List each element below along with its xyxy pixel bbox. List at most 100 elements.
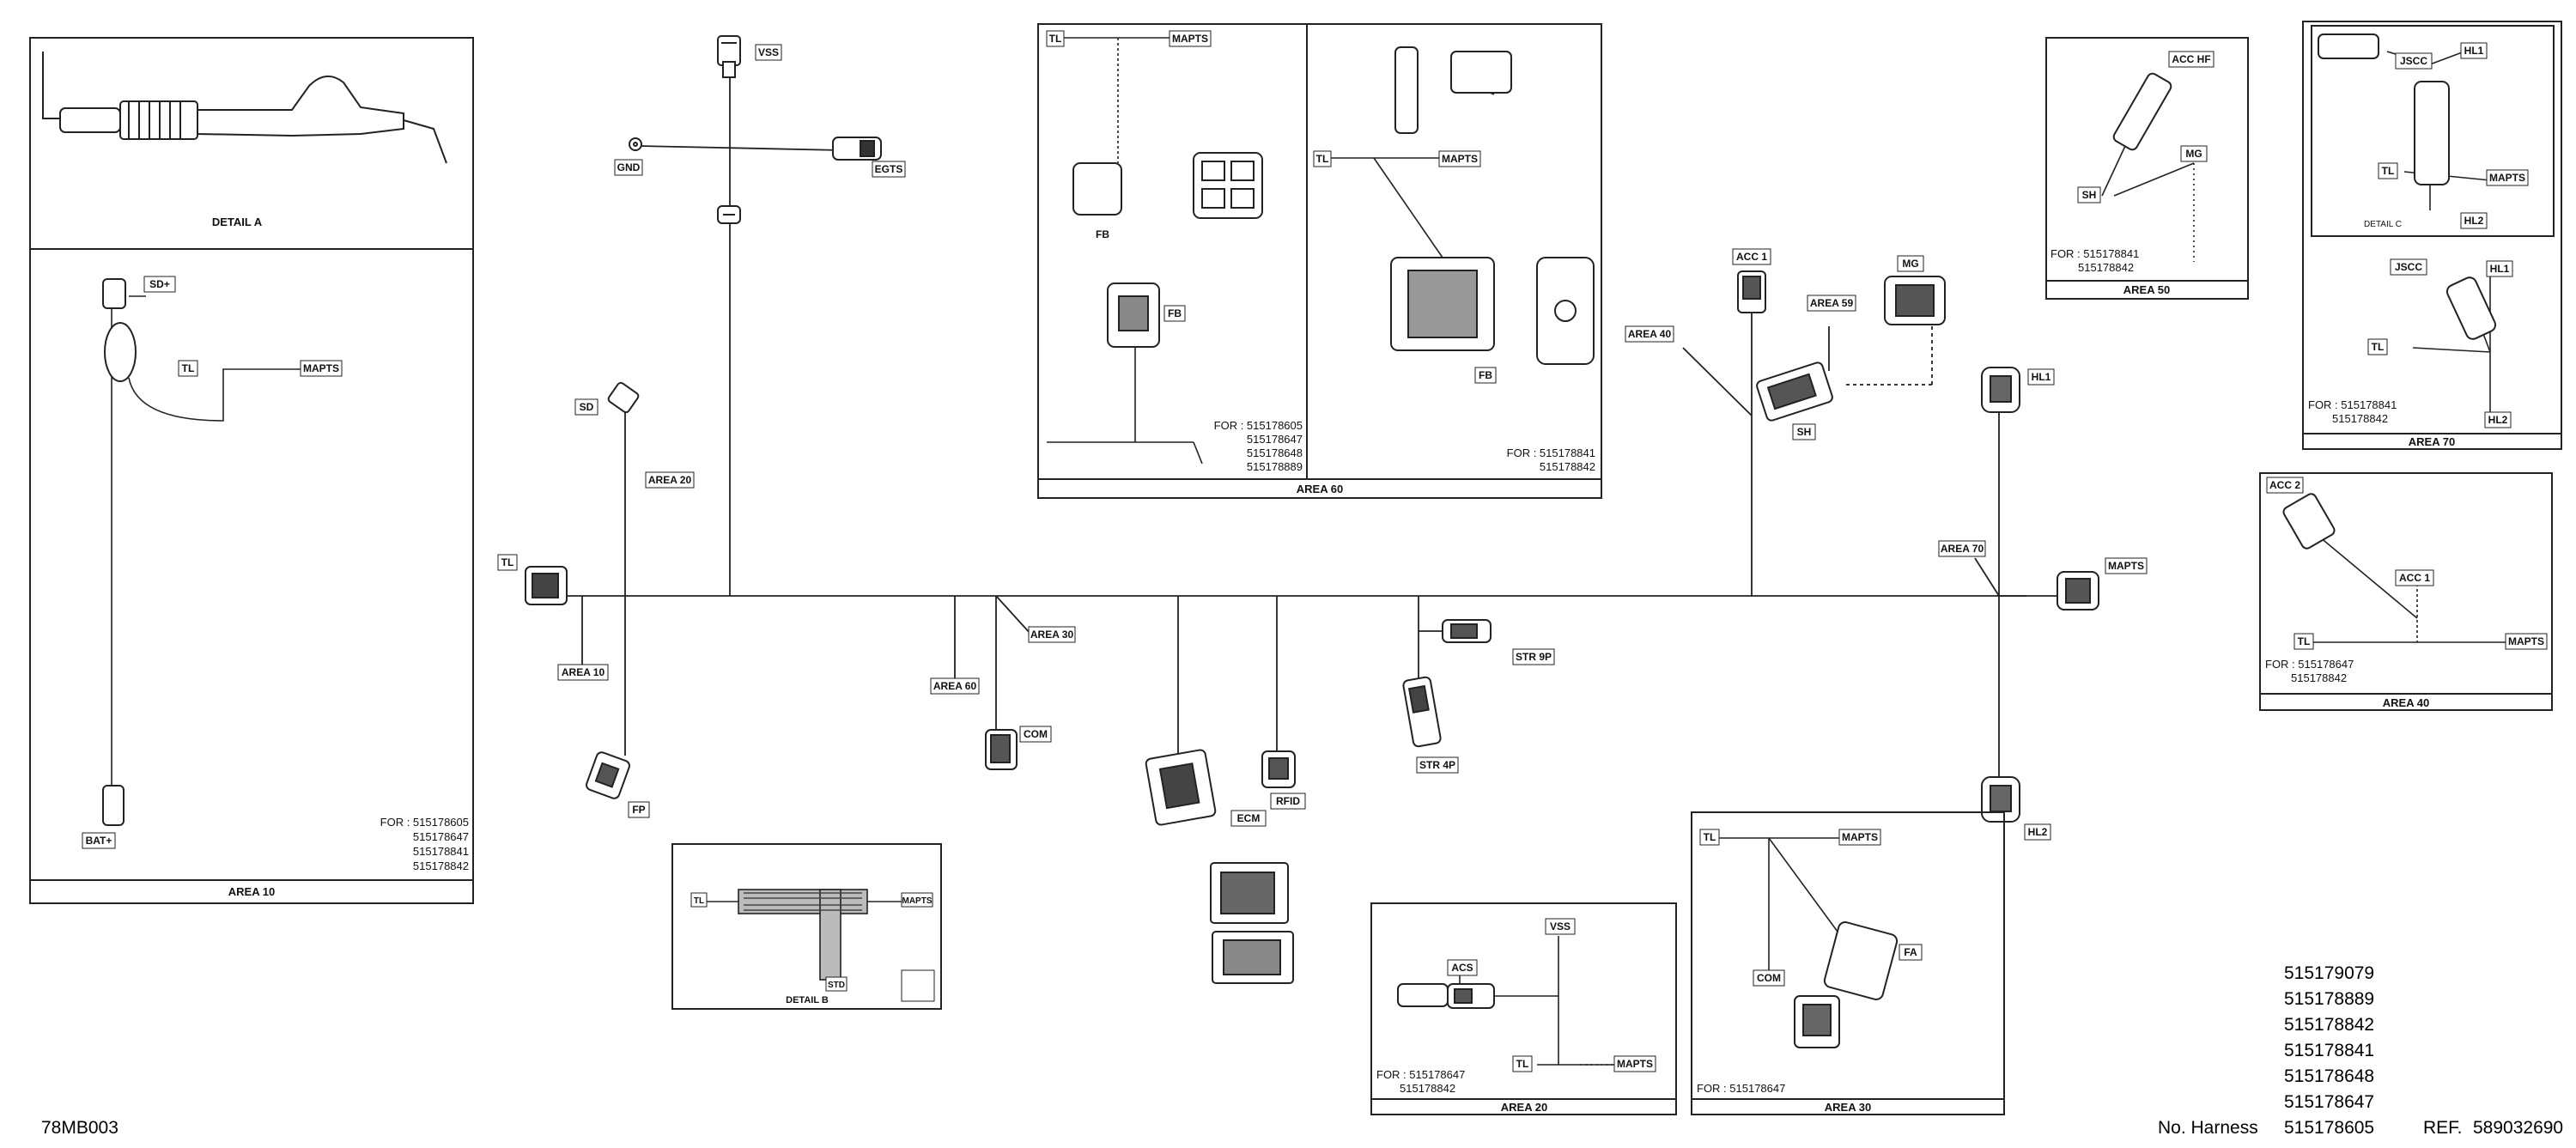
area10-tl-label: TL	[182, 362, 195, 374]
area50-acc-hf-label: ACC HF	[2172, 53, 2210, 65]
sd-label: SD	[580, 401, 594, 413]
area40-acc2-label: ACC 2	[2269, 479, 2300, 491]
area60-right-mapts-label: MAPTS	[1442, 153, 1478, 165]
area70-top-hl1-label: HL1	[2464, 45, 2484, 57]
str9p-connector-icon	[1442, 619, 1492, 643]
area30-tag: AREA 30	[1030, 629, 1074, 641]
area50-panel: ACC HF MG SH FOR : 515178841 515178842 A…	[2045, 37, 2249, 300]
harness-number-2: 515178889	[2284, 989, 2374, 1009]
com-connector-icon	[985, 729, 1018, 770]
fp-connector-icon	[586, 751, 630, 799]
sh-connector-icon	[1756, 361, 1833, 422]
main-harness	[567, 77, 2061, 777]
area30-for-label: FOR : 515178647	[1697, 1082, 1785, 1095]
area60-tag: AREA 60	[933, 680, 977, 692]
mg-label: MG	[1902, 258, 1918, 270]
area60-panel: TL MAPTS FB FB FOR : 515178605 515178647…	[1037, 23, 1602, 499]
harness-number-1: 515179079	[2284, 963, 2374, 983]
mg-connector-icon	[1884, 276, 1946, 325]
area20-acs-label: ACS	[1451, 962, 1473, 974]
footer: 78MB003 No. Harness 515179079 515178889 …	[41, 963, 2563, 1138]
detail-b-mapts-label: MAPTS	[902, 896, 933, 906]
area20-part-1: 515178842	[1400, 1082, 1455, 1095]
area10-part-3: 515178842	[413, 859, 469, 872]
harness-number-6: 515178647	[2284, 1092, 2374, 1112]
sd-plus-connector-icon	[102, 278, 126, 309]
area40-for-label: FOR : 515178647	[2265, 658, 2354, 671]
area40-tag: AREA 40	[1628, 328, 1672, 340]
area20-panel: VSS ACS TL MAPTS FOR : 515178647 5151788…	[1370, 902, 1677, 1115]
gnd-egts-branch-line	[639, 145, 842, 151]
bat-plus-terminal-icon	[102, 785, 125, 826]
area70-top-tl-label: TL	[2382, 165, 2395, 177]
acc1-label: ACC 1	[1736, 251, 1767, 263]
area60-left-part-1: 515178647	[1247, 433, 1303, 446]
area50-part-1: 515178842	[2078, 261, 2134, 274]
mapts-label: MAPTS	[2108, 560, 2144, 572]
area60-title: AREA 60	[1297, 483, 1343, 495]
area30-panel: TL MAPTS COM FA FOR : 515178647 AREA 30	[1691, 811, 2005, 1115]
area40-part-1: 515178842	[2291, 671, 2347, 684]
area30-title: AREA 30	[1825, 1101, 1871, 1114]
str9p-label: STR 9P	[1516, 651, 1552, 663]
area40-diag-line	[1682, 347, 1753, 416]
detail-a-sensor-icon	[42, 52, 447, 164]
main-connectors	[525, 35, 2099, 984]
str4p-label: STR 4P	[1419, 759, 1455, 771]
sd-connector-icon	[607, 381, 640, 414]
area60-right-top-connector-icon	[1450, 51, 1512, 94]
area20-tl-label: TL	[1516, 1058, 1529, 1070]
area60-fb-mid-label: FB	[1168, 307, 1182, 319]
area20-vss-label: VSS	[1550, 920, 1571, 932]
area70-top-hl2-label: HL2	[2464, 215, 2484, 227]
area60-fb-top-label: FB	[1096, 228, 1109, 240]
harness-number-7: 515178605	[2284, 1118, 2374, 1138]
harness-number-4: 515178841	[2284, 1041, 2374, 1060]
area60-right-wire-boot-icon	[1394, 46, 1419, 134]
area60-right-tl-label: TL	[1316, 153, 1329, 165]
area60-left-part-3: 515178889	[1247, 460, 1303, 473]
area50-mg-label: MG	[2185, 148, 2202, 160]
detail-b-title: DETAIL B	[786, 995, 829, 1005]
str4p-connector-icon	[1402, 676, 1442, 748]
area30-fa-connector-icon	[1823, 921, 1899, 1000]
sd-switch-icon	[104, 322, 137, 382]
area20-tag: AREA 20	[648, 474, 692, 486]
area10-panel: DETAIL A SD+ TL MAPTS BAT+ FOR : 5151786…	[29, 37, 474, 904]
tl-connector-icon	[525, 566, 568, 605]
area50-title: AREA 50	[2123, 283, 2170, 296]
area70-part-1: 515178842	[2332, 412, 2388, 425]
tl-mapts-wire	[128, 368, 301, 422]
hl1-label: HL1	[2032, 371, 2051, 383]
ref-number: 589032690	[2473, 1118, 2563, 1138]
area50-acc-hf-connector-icon	[2112, 72, 2172, 151]
area60-left-mapts-label: MAPTS	[1172, 33, 1208, 45]
area40-acc2-connector-icon	[2282, 493, 2336, 550]
area70-panel: JSCC HL1 TL MAPTS HL2 DETAIL C JSCC HL1 …	[2302, 21, 2562, 450]
area60-right-for-label: FOR : 515178841	[1507, 446, 1595, 459]
ecm-module-icon	[1210, 862, 1294, 984]
area60-right-part-1: 515178842	[1540, 460, 1595, 473]
harness-number-5: 515178648	[2284, 1066, 2374, 1086]
area20-acs-connector-icon	[1397, 983, 1449, 1007]
rfid-connector-icon	[1261, 750, 1296, 788]
mapts-connector-icon	[2057, 571, 2099, 610]
area30-diag-line	[995, 595, 1031, 635]
egts-connector-icon	[832, 137, 882, 161]
harness-number-3: 515178842	[2284, 1015, 2374, 1035]
area70-bottom-jscc-label: JSCC	[2395, 261, 2422, 273]
area30-mapts-label: MAPTS	[1842, 831, 1878, 843]
area30-com-label: COM	[1757, 972, 1781, 984]
area30-tl-label: TL	[1704, 831, 1716, 843]
ref-label: REF.	[2423, 1118, 2463, 1138]
area70-for-label: FOR : 515178841	[2308, 398, 2397, 411]
area70-tag: AREA 70	[1941, 543, 1984, 555]
sh-label: SH	[1797, 426, 1812, 438]
area40-title: AREA 40	[2383, 696, 2429, 709]
area10-part-2: 515178841	[413, 845, 469, 858]
area10-sd-plus-label: SD+	[149, 278, 170, 290]
detail-b-std-label: STD	[828, 981, 845, 990]
area10-for-label: FOR : 515178605	[380, 816, 469, 829]
detail-b-panel: TL MAPTS STD DETAIL B	[671, 843, 942, 1010]
